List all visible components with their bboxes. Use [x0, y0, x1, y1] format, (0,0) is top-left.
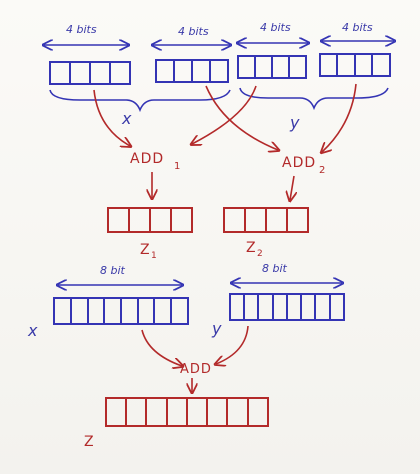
- register-x-high: [49, 61, 131, 85]
- top-width-labels: 4 bits 4 bits 4 bits 4 bits: [66, 21, 373, 38]
- width-label-y-low: 4 bits: [342, 21, 373, 34]
- top-registers: [49, 53, 391, 85]
- top-width-arrows: [44, 41, 394, 45]
- register-y-8bit: [229, 293, 345, 321]
- top-braces: [49, 87, 389, 113]
- side-label-y: y: [211, 319, 222, 338]
- top-result-registers: [107, 207, 309, 233]
- bottom-width-arrows: [58, 283, 342, 285]
- result-label-z1-subscript: 1: [151, 251, 157, 261]
- brace-x: [49, 89, 231, 113]
- bottom-side-labels: x y: [27, 319, 222, 340]
- register-z2: [223, 207, 309, 233]
- width-label-y-high: 4 bits: [260, 21, 291, 34]
- width-label-y-8bit: 8 bit: [262, 262, 288, 275]
- register-y-high: [237, 55, 307, 79]
- register-y-low: [319, 53, 391, 77]
- arrow-x-8bit-to-add: [141, 329, 182, 366]
- adder-2-label: ADD: [282, 155, 316, 171]
- register-x-low: [155, 59, 229, 83]
- adder-2-subscript: 2: [319, 165, 325, 176]
- arrow-add2-to-z2: [290, 175, 294, 200]
- result-label-z: Z: [84, 434, 94, 450]
- top-result-labels: Z 1 Z 2: [140, 240, 263, 261]
- arrow-x-high-to-add1: [93, 89, 130, 146]
- group-label-y: y: [289, 113, 300, 132]
- arrow-x-low-to-add2: [205, 85, 278, 150]
- result-label-z1: Z: [140, 242, 150, 258]
- width-label-x-low: 4 bits: [178, 25, 209, 38]
- side-label-x: x: [27, 321, 38, 340]
- arrow-y-high-to-add1: [192, 85, 257, 144]
- width-label-x-8bit: 8 bit: [100, 264, 126, 277]
- brace-y: [239, 87, 389, 111]
- width-label-x-high: 4 bits: [66, 23, 97, 36]
- arrow-y-low-to-add2: [322, 83, 357, 152]
- register-x-8bit: [53, 297, 189, 325]
- register-z-8bit: [105, 397, 269, 427]
- top-group-labels: x y: [121, 109, 300, 132]
- adder-1: ADD 1: [130, 151, 180, 172]
- bottom-registers: [53, 293, 345, 325]
- register-to-adder-arrows: [93, 83, 357, 152]
- adder-to-result-arrows: [152, 172, 294, 200]
- group-label-x: x: [121, 109, 132, 128]
- result-label-z2: Z: [246, 240, 256, 256]
- arrow-y-8bit-to-add: [216, 325, 249, 364]
- result-label-z2-subscript: 2: [257, 249, 263, 259]
- adder-1-subscript: 1: [174, 161, 180, 172]
- register-z1: [107, 207, 193, 233]
- bottom-width-labels: 8 bit 8 bit: [100, 262, 288, 277]
- adder-2: ADD 2: [282, 155, 325, 176]
- bottom-input-arrows: [141, 325, 249, 366]
- adder-8bit-label: ADD: [180, 362, 212, 377]
- adder-1-label: ADD: [130, 151, 164, 167]
